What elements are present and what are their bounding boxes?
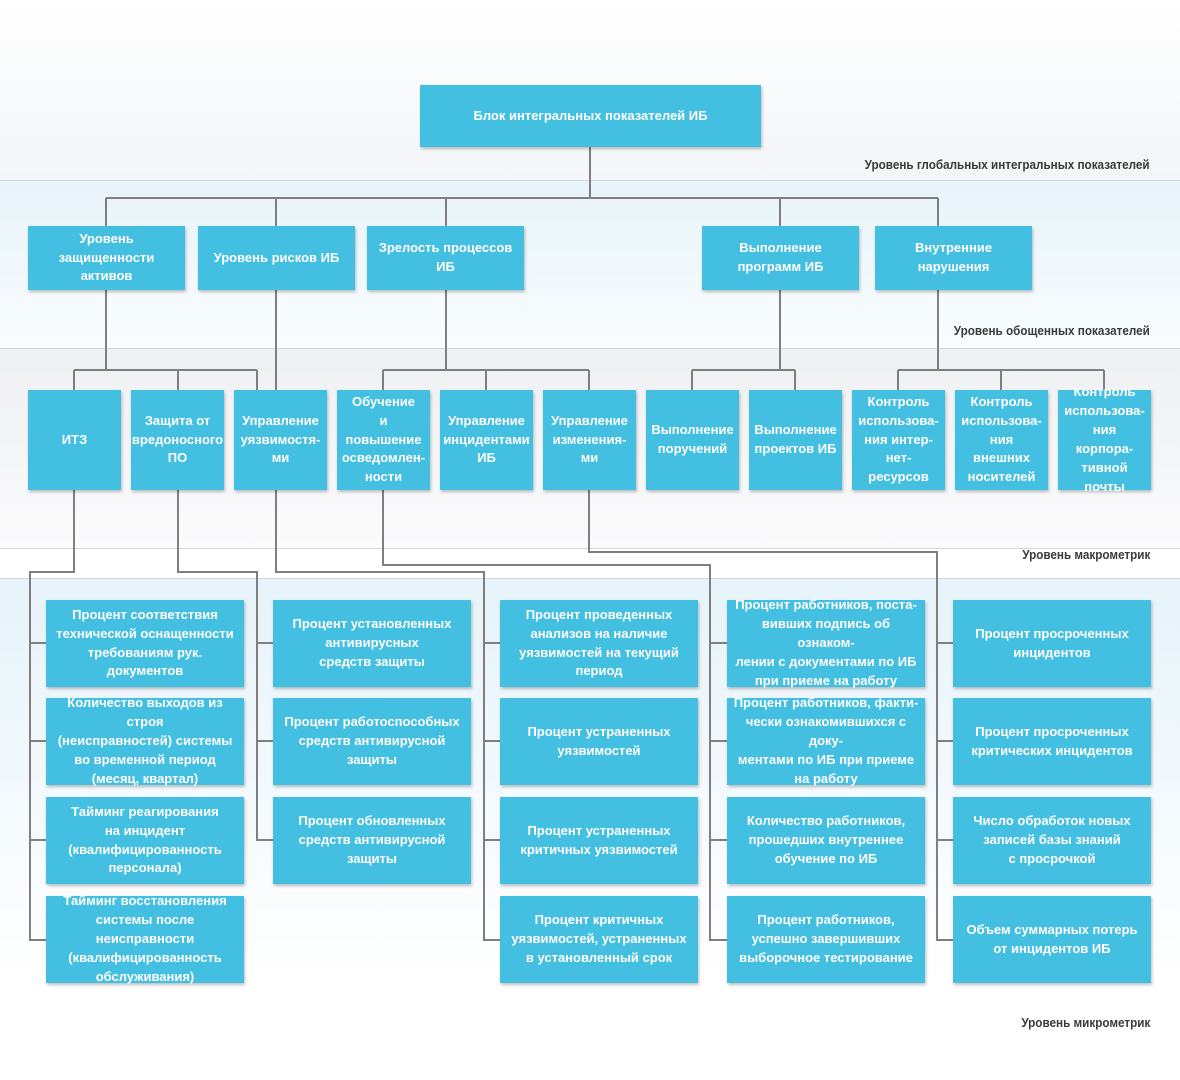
micro-box: Процент работоспособных средств антивиру… [273,698,471,785]
separator [0,348,1180,349]
macro-box-training-awareness: Обучение и повышение осведомлен- ности [337,390,430,490]
micro-box: Процент работников, факти- чески ознаком… [727,695,925,786]
level-label-global: Уровень глобальных интегральных показате… [865,157,1150,172]
general-box-program-execution: Выполнение программ ИБ [702,226,859,290]
micro-box: Процент устраненных уязвимостей [500,698,698,785]
macro-box-internet-control: Контроль использова- ния интер- нет-ресу… [852,390,945,490]
macro-box-vulnerability-management: Управление уязвимостя- ми [234,390,327,490]
micro-box: Процент установленных антивирусных средс… [273,600,471,687]
separator [0,578,1180,579]
micro-box: Число обработок новых записей базы знани… [953,797,1151,884]
macro-box-incident-management: Управление инцидентами ИБ [440,390,533,490]
micro-box: Количество работников, прошедших внутрен… [727,797,925,884]
level-label-micro: Уровень микрометрик [1021,1015,1150,1030]
root-box: Блок интегральных показателей ИБ [420,85,761,147]
micro-box: Процент проведенных анализов на наличие … [500,600,698,687]
level-label-macro: Уровень макрометрик [1021,547,1150,562]
macro-box-project-execution: Выполнение проектов ИБ [749,390,842,490]
micro-box: Количество выходов из строя (неисправнос… [46,695,244,786]
macro-box-change-management: Управление изменения- ми [543,390,636,490]
general-box-internal-violations: Внутренние нарушения [875,226,1032,290]
macro-box-media-control: Контроль использова- ния внешних носител… [955,390,1048,490]
micro-box: Процент соответствия технической оснащен… [46,600,244,687]
macro-box-email-control: Контроль использова- ния корпора- тивной… [1058,384,1151,494]
level-label-general: Уровень обощенных показателей [953,323,1150,338]
macro-box-itz: ИТЗ [28,390,121,490]
micro-box: Процент устраненных критичных уязвимосте… [500,797,698,884]
general-box-process-maturity: Зрелость процессов ИБ [367,226,524,290]
macro-box-malware-protection: Защита от вредоносного ПО [131,390,224,490]
micro-box: Тайминг восстановления системы после неи… [46,893,244,984]
micro-box: Тайминг реагирования на инцидент (квалиф… [46,797,244,884]
micro-box: Процент просроченных инцидентов [953,600,1151,687]
general-box-risk-level: Уровень рисков ИБ [198,226,355,290]
micro-box: Процент обновленных средств антивирусной… [273,797,471,884]
general-box-asset-protection: Уровень защищенности активов [28,226,185,290]
macro-box-order-execution: Выполнение поручений [646,390,739,490]
micro-box: Процент просроченных критических инциден… [953,698,1151,785]
micro-box: Объем суммарных потерь от инцидентов ИБ [953,896,1151,983]
micro-box: Процент критичных уязвимостей, устраненн… [500,896,698,983]
micro-box: Процент работников, успешно завершивших … [727,896,925,983]
micro-box: Процент работников, поста- вивших подпис… [727,597,925,688]
